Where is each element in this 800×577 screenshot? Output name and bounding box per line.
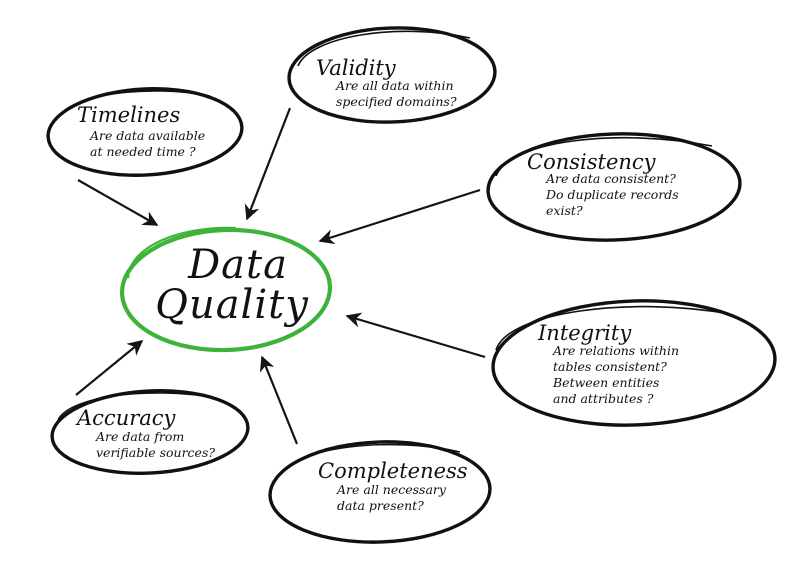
consistency-line-3: exist? — [546, 203, 583, 218]
node-accuracy: Accuracy Are data from verifiable source… — [50, 389, 250, 475]
integrity-line-2: tables consistent? — [553, 359, 667, 374]
center-title-line2: Quality — [155, 282, 309, 328]
completeness-title: Completeness — [318, 459, 468, 483]
integrity-line-1: Are relations within — [552, 343, 679, 358]
timelines-line-2: at needed time ? — [90, 144, 196, 159]
node-validity: Validity Are all data within specified d… — [287, 26, 497, 124]
node-completeness: Completeness Are all necessary data pres… — [268, 440, 492, 544]
integrity-title: Integrity — [537, 321, 632, 345]
node-integrity: Integrity Are relations within tables co… — [491, 299, 777, 427]
accuracy-line-1: Are data from — [95, 429, 184, 444]
arrow-accuracy — [75, 340, 144, 396]
arrow-timelines — [77, 179, 159, 226]
accuracy-line-2: verifiable sources? — [96, 445, 215, 460]
validity-line-1: Are all data within — [335, 78, 454, 93]
integrity-line-4: and attributes ? — [553, 391, 654, 406]
accuracy-title: Accuracy — [75, 406, 177, 430]
consistency-line-2: Do duplicate records — [545, 187, 679, 202]
center-title-line1: Data — [187, 242, 288, 288]
node-consistency: Consistency Are data consistent? Do dupl… — [486, 132, 742, 242]
completeness-line-1: Are all necessary — [336, 482, 447, 497]
integrity-line-3: Between entities — [552, 375, 659, 390]
center-node: Data Quality — [119, 226, 333, 353]
node-timelines: Timelines Are data available at needed t… — [46, 87, 244, 177]
arrow-consistency — [318, 188, 481, 245]
arrow-validity — [244, 107, 292, 221]
timelines-line-1: Are data available — [89, 128, 205, 143]
arrow-completeness — [260, 355, 299, 445]
arrow-integrity — [345, 312, 486, 359]
consistency-line-1: Are data consistent? — [545, 171, 676, 186]
consistency-title: Consistency — [527, 150, 657, 174]
timelines-title: Timelines — [77, 103, 180, 127]
completeness-line-2: data present? — [337, 498, 424, 513]
validity-line-2: specified domains? — [336, 94, 457, 109]
validity-title: Validity — [316, 56, 397, 80]
